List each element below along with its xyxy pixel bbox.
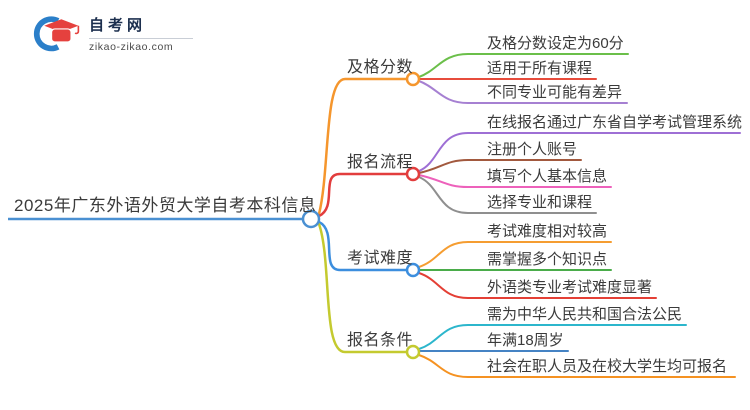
- site-logo: 自考网 zikao-zikao.com: [28, 12, 193, 54]
- branch-node-circle: [405, 262, 421, 278]
- graduation-cap-icon: [33, 16, 80, 52]
- branch-connector-registration-process: [317, 172, 408, 218]
- child-connector: [418, 132, 741, 172]
- branch-node-circle: [405, 71, 421, 87]
- logo-divider: [89, 37, 193, 39]
- child-label: 需为中华人民共和国合法公民: [487, 306, 683, 323]
- child-label: 在线报名通过广东省自学考试管理系统: [487, 114, 743, 131]
- child-label: 及格分数设定为60分: [487, 35, 624, 52]
- branch-connector-exam-difficulty: [317, 220, 408, 272]
- branch-node-circle: [405, 166, 421, 182]
- branch-connector-registration-conditions: [317, 222, 408, 354]
- branch-label-registration-process: 报名流程: [347, 154, 414, 171]
- child-label: 不同专业可能有差异: [487, 84, 623, 101]
- child-connector: [418, 354, 736, 378]
- child-connector: [418, 174, 612, 188]
- child-connector: [418, 176, 597, 214]
- child-label: 需掌握多个知识点: [487, 251, 608, 268]
- logo-domain: zikao-zikao.com: [89, 40, 174, 53]
- branch-node-circle: [405, 344, 421, 360]
- branch-connector-passing-score: [317, 77, 408, 216]
- logo-title: 自考网: [89, 16, 147, 34]
- branch-label-exam-difficulty: 考试难度: [347, 250, 414, 267]
- root-label: 2025年广东外语外贸大学自考本科信息: [14, 196, 317, 215]
- child-connector: [418, 241, 612, 268]
- child-connector: [418, 159, 582, 174]
- branch-label-passing-score: 及格分数: [347, 59, 414, 76]
- child-connector: [418, 272, 657, 299]
- child-label: 考试难度相对较高: [487, 223, 608, 240]
- child-label: 年满18周岁: [487, 332, 564, 349]
- child-label: 选择专业和课程: [487, 194, 593, 211]
- child-connector: [418, 53, 629, 78]
- branch-label-registration-conditions: 报名条件: [347, 332, 414, 349]
- child-label: 适用于所有课程: [487, 60, 593, 77]
- child-label: 注册个人账号: [487, 141, 578, 158]
- root-node-circle: [301, 209, 321, 229]
- child-label: 外语类专业考试难度显著: [487, 279, 653, 296]
- child-connector: [418, 80, 628, 104]
- child-connector: [418, 324, 687, 350]
- child-label: 社会在职人员及在校大学生均可报名: [487, 358, 728, 375]
- logo-text: 自考网 zikao-zikao.com: [89, 14, 193, 53]
- child-label: 填写个人基本信息: [487, 168, 608, 185]
